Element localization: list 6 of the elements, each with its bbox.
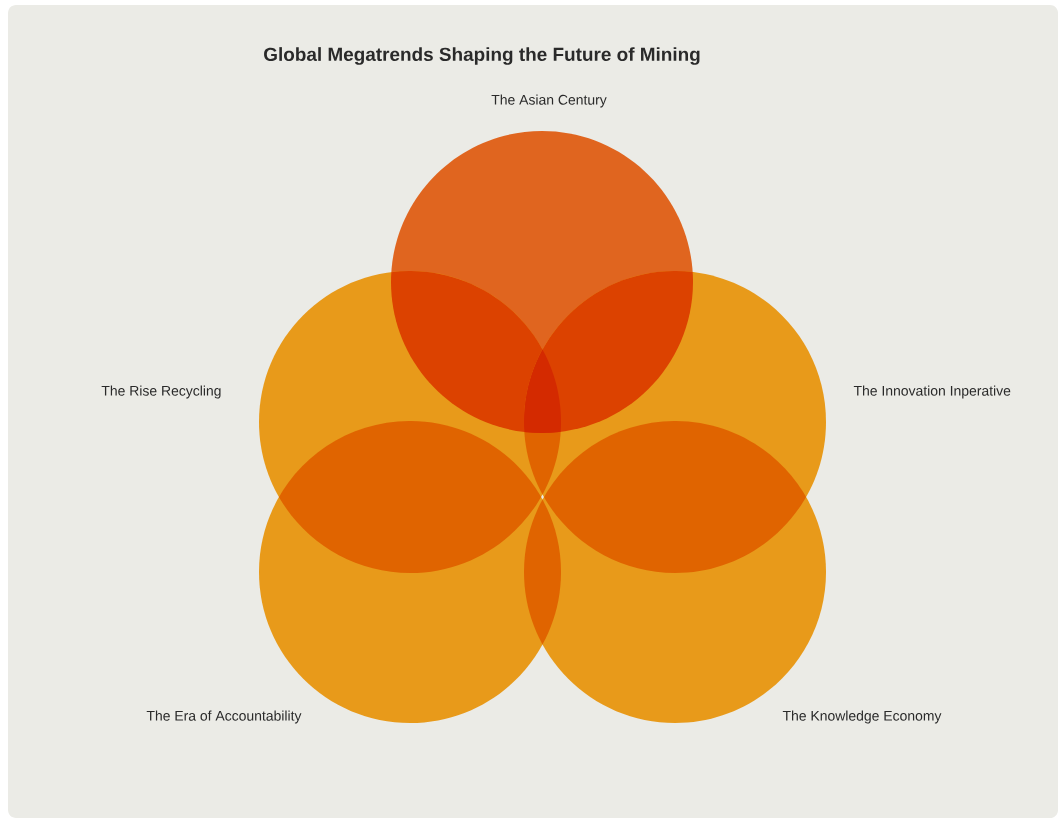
circle-label: The Innovation Inperative	[853, 385, 1011, 399]
circle-label: The Rise Recycling	[101, 385, 221, 399]
circle-label: The Asian Century	[491, 94, 607, 108]
circle-label: The Knowledge Economy	[782, 710, 942, 724]
title: Global Megatrends Shaping the Future of Mining	[264, 47, 700, 65]
circle-label: The Era of Accountability	[146, 710, 302, 724]
